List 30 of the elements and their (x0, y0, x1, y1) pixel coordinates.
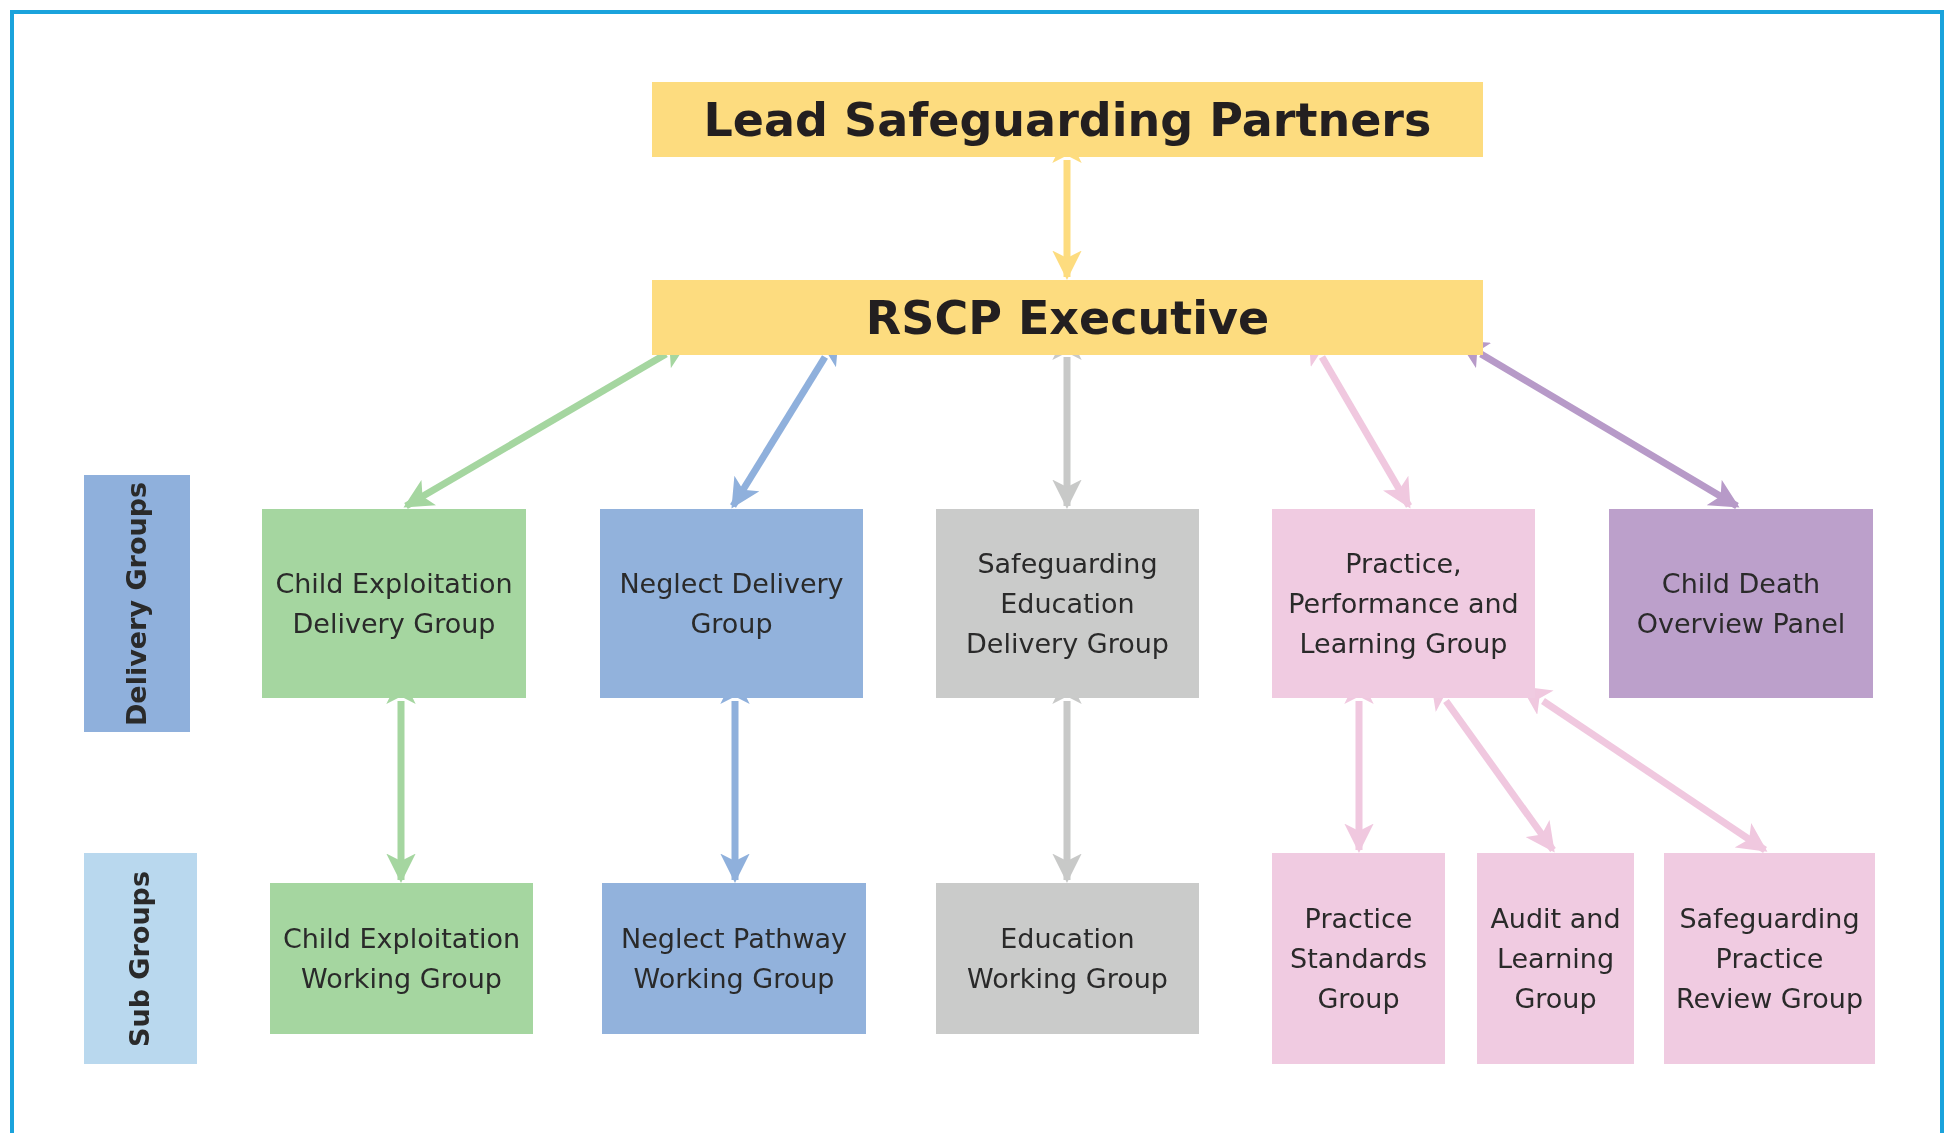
box-label: Child Exploitation Working Group (281, 921, 522, 996)
box-label: Education Working Group (966, 921, 1169, 996)
group-box (1609, 509, 1873, 698)
group-box (600, 509, 863, 698)
box-label: Lead Safeguarding Partners (702, 92, 1433, 147)
box-label: Safeguarding Education Delivery Group (965, 546, 1170, 661)
group-label-bar (84, 853, 197, 1064)
group-box (262, 509, 526, 698)
title-banner (652, 82, 1483, 157)
title-banner (652, 280, 1483, 355)
box-label: Practice, Performance and Learning Group (1287, 546, 1520, 661)
box-label: Child Exploitation Delivery Group (274, 566, 514, 641)
box-label: Audit and Learning Group (1489, 901, 1622, 1016)
box-label: Practice Standards Group (1289, 901, 1428, 1016)
group-box (936, 509, 1199, 698)
group-label: Delivery Groups (120, 481, 153, 726)
group-box (270, 883, 533, 1034)
box-label: Neglect Delivery Group (618, 566, 845, 641)
group-box (602, 883, 866, 1034)
group-box (1664, 853, 1875, 1064)
group-box (936, 883, 1199, 1034)
box-label: RSCP Executive (864, 290, 1271, 345)
box-label: Neglect Pathway Working Group (620, 921, 848, 996)
box-label: Child Death Overview Panel (1635, 566, 1847, 641)
group-box (1477, 853, 1634, 1064)
group-label: Sub Groups (123, 870, 157, 1047)
group-box (1272, 509, 1535, 698)
group-box (1272, 853, 1445, 1064)
box-label: Safeguarding Practice Review Group (1674, 901, 1865, 1016)
group-label-bar (84, 475, 190, 732)
